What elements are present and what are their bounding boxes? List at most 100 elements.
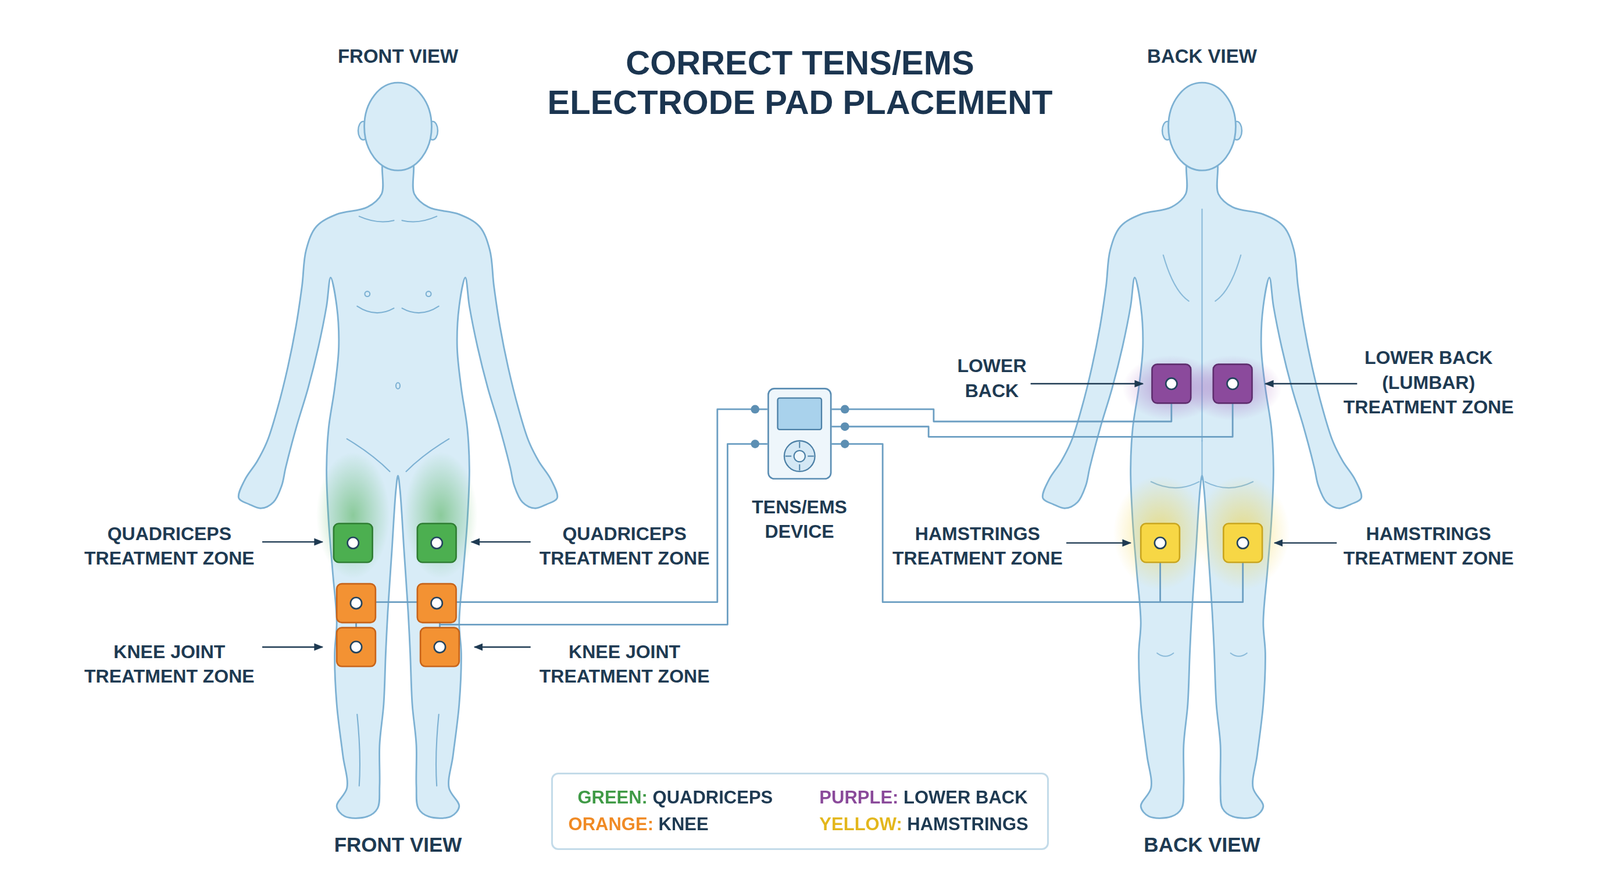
pad-snap (1154, 537, 1166, 549)
body-detail (1201, 440, 1203, 480)
electrode-pad (1152, 364, 1192, 404)
callout-label: QUADRICEPS TREATMENT ZONE (76, 521, 263, 571)
body-detail (426, 291, 432, 297)
body-detail (402, 306, 439, 313)
callout-label: LOWER BACK (948, 354, 1036, 404)
lead-wire (759, 408, 768, 411)
pad-snap (431, 597, 443, 609)
pad-body (1152, 364, 1192, 404)
body-detail (364, 291, 370, 297)
device-graphic (767, 387, 832, 480)
leader-arrow (1274, 542, 1337, 544)
pad-snap (431, 537, 443, 549)
device-port (840, 422, 850, 431)
leader-arrow (471, 541, 531, 543)
device-button (793, 450, 805, 462)
lead-wire (759, 443, 768, 445)
lead-wire (831, 408, 841, 411)
callout-label: HAMSTRINGS TREATMENT ZONE (1335, 521, 1522, 571)
lead-wire (439, 444, 755, 648)
view-title: FRONT VIEW (281, 43, 514, 70)
pad-snap (350, 641, 362, 653)
device-port (840, 405, 850, 414)
body-outline (238, 154, 558, 819)
dial-mark (785, 455, 792, 457)
leader-arrow (1030, 383, 1144, 385)
body-detail (1156, 652, 1174, 656)
legend-box (551, 772, 1049, 850)
body-detail (395, 382, 400, 389)
body-detail (1215, 255, 1241, 302)
pad-snap (350, 597, 362, 609)
device-port (840, 439, 850, 449)
head (1168, 82, 1237, 171)
pad-body (1213, 364, 1253, 404)
body-detail (1163, 255, 1189, 302)
device-screen (777, 397, 821, 430)
device-box: TENS/EMS DEVICE (767, 387, 832, 480)
treatment-glow (316, 452, 390, 580)
body-detail (359, 216, 395, 222)
device-body (768, 388, 831, 479)
electrode-pad (1140, 523, 1180, 563)
legend-entry: ORANGE: KNEE (568, 813, 709, 836)
electrode-pad (1213, 364, 1253, 404)
body-detail (402, 216, 438, 222)
lead-wire (356, 409, 756, 603)
callout-label: LOWER BACK (LUMBAR) TREATMENT ZONE (1335, 345, 1522, 420)
body-detail (356, 306, 394, 313)
electrode-pad (336, 627, 376, 667)
lead-wire (831, 425, 841, 428)
device-dial (784, 440, 816, 472)
callout-label: HAMSTRINGS TREATMENT ZONE (884, 521, 1071, 571)
leader-arrow (1265, 383, 1357, 385)
pad-snap (1237, 537, 1249, 549)
dial-mark (798, 464, 800, 471)
callout-label: KNEE JOINT TREATMENT ZONE (531, 639, 718, 689)
pad-body (333, 523, 373, 563)
electrode-pad (417, 583, 457, 623)
lead-wire (844, 444, 1243, 603)
device-port (750, 405, 760, 414)
callout-label: QUADRICEPS TREATMENT ZONE (531, 521, 718, 571)
pad-body (417, 523, 457, 563)
pad-snap (1165, 377, 1177, 389)
view-title: BACK VIEW (1086, 831, 1319, 859)
body-detail (436, 714, 439, 787)
device-label: TENS/EMS DEVICE (735, 494, 864, 545)
view-title: FRONT VIEW (281, 831, 514, 859)
legend-entry: PURPLE: LOWER BACK (819, 787, 1028, 809)
pad-body (1140, 523, 1180, 563)
electrode-pad (420, 627, 460, 667)
electrode-pad (333, 523, 373, 563)
leader-arrow (262, 646, 323, 648)
pad-body (336, 583, 376, 623)
device-port (750, 439, 760, 449)
body-detail (1230, 652, 1248, 656)
callout-label: KNEE JOINT TREATMENT ZONE (76, 639, 263, 689)
legend-entry: GREEN: QUADRICEPS (577, 787, 773, 809)
view-title: BACK VIEW (1086, 43, 1319, 70)
legend-entry: YELLOW: HAMSTRINGS (819, 813, 1028, 836)
dial-mark (798, 441, 800, 449)
leader-arrow (1066, 542, 1131, 544)
dial-mark (807, 455, 814, 457)
pad-body (417, 583, 457, 623)
electrode-pad (1223, 523, 1263, 563)
pad-snap (347, 537, 359, 549)
head (364, 82, 432, 171)
lead-wire (831, 443, 841, 445)
pad-body (1223, 523, 1263, 563)
body-outline (1042, 154, 1362, 819)
body-detail (356, 714, 360, 787)
pad-body (336, 627, 376, 667)
treatment-glow (404, 452, 478, 580)
diagram-title: CORRECT TENS/EMS ELECTRODE PAD PLACEMENT (532, 43, 1068, 123)
electrode-pad (417, 523, 457, 563)
leader-arrow (474, 646, 531, 648)
pad-snap (434, 641, 446, 653)
pad-body (420, 627, 460, 667)
